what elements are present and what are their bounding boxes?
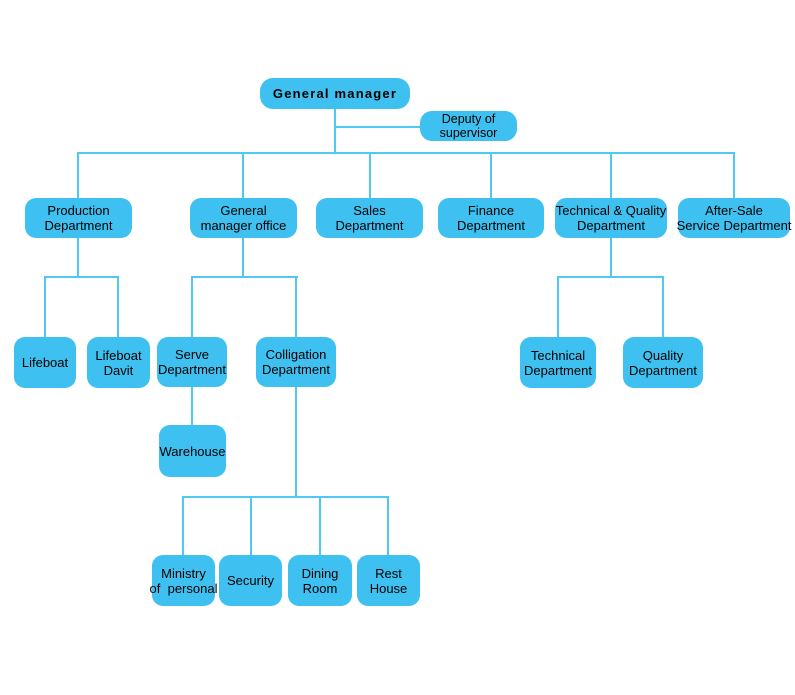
node-finance-department: Finance Department <box>438 198 544 238</box>
node-dining-room: Dining Room <box>288 555 352 606</box>
connector-line <box>557 276 664 278</box>
connector-line <box>77 152 735 154</box>
connector-line <box>490 152 492 198</box>
connector-line <box>44 276 119 278</box>
node-security: Security <box>219 555 282 606</box>
node-serve-department: Serve Department <box>157 337 227 387</box>
connector-line <box>117 276 119 337</box>
node-quality-department: Quality Department <box>623 337 703 388</box>
node-lifeboat-davit: Lifeboat Davit <box>87 337 150 388</box>
node-ministry-of-personal: Ministry of personal <box>150 555 217 606</box>
connector-line <box>387 496 389 555</box>
connector-line <box>191 276 298 278</box>
connector-line <box>77 152 79 198</box>
connector-line <box>733 152 735 198</box>
node-general-manager: General manager <box>260 78 410 109</box>
node-after-sale-service-department: After-Sale Service Department <box>677 198 791 238</box>
node-technical-quality-department: Technical & Quality Department <box>555 198 667 238</box>
node-general-manager-office: General manager office <box>190 198 297 238</box>
connector-line <box>662 276 664 337</box>
connector-line <box>191 387 193 425</box>
connector-line <box>334 126 420 128</box>
connector-line <box>295 276 297 337</box>
node-sales-department: Sales Department <box>316 198 423 238</box>
connector-line <box>77 238 79 278</box>
node-colligation-department: Colligation Department <box>256 337 336 387</box>
connector-line <box>295 387 297 497</box>
connector-line <box>369 152 371 198</box>
connector-line <box>242 152 244 198</box>
connector-line <box>182 496 184 555</box>
connector-line <box>44 276 46 337</box>
connector-line <box>319 496 321 555</box>
connector-line <box>250 496 252 555</box>
node-lifeboat: Lifeboat <box>14 337 76 388</box>
node-warehouse: Warehouse <box>159 425 226 477</box>
node-production-department: Production Department <box>25 198 132 238</box>
connector-line <box>334 108 336 154</box>
connector-line <box>191 276 193 337</box>
connector-line <box>610 238 612 278</box>
node-rest-house: Rest House <box>357 555 420 606</box>
connector-line <box>182 496 389 498</box>
connector-line <box>610 152 612 198</box>
node-technical-department: Technical Department <box>520 337 596 388</box>
connector-line <box>242 238 244 278</box>
connector-line <box>557 276 559 337</box>
node-deputy-of-supervisor: Deputy of supervisor <box>420 111 517 141</box>
